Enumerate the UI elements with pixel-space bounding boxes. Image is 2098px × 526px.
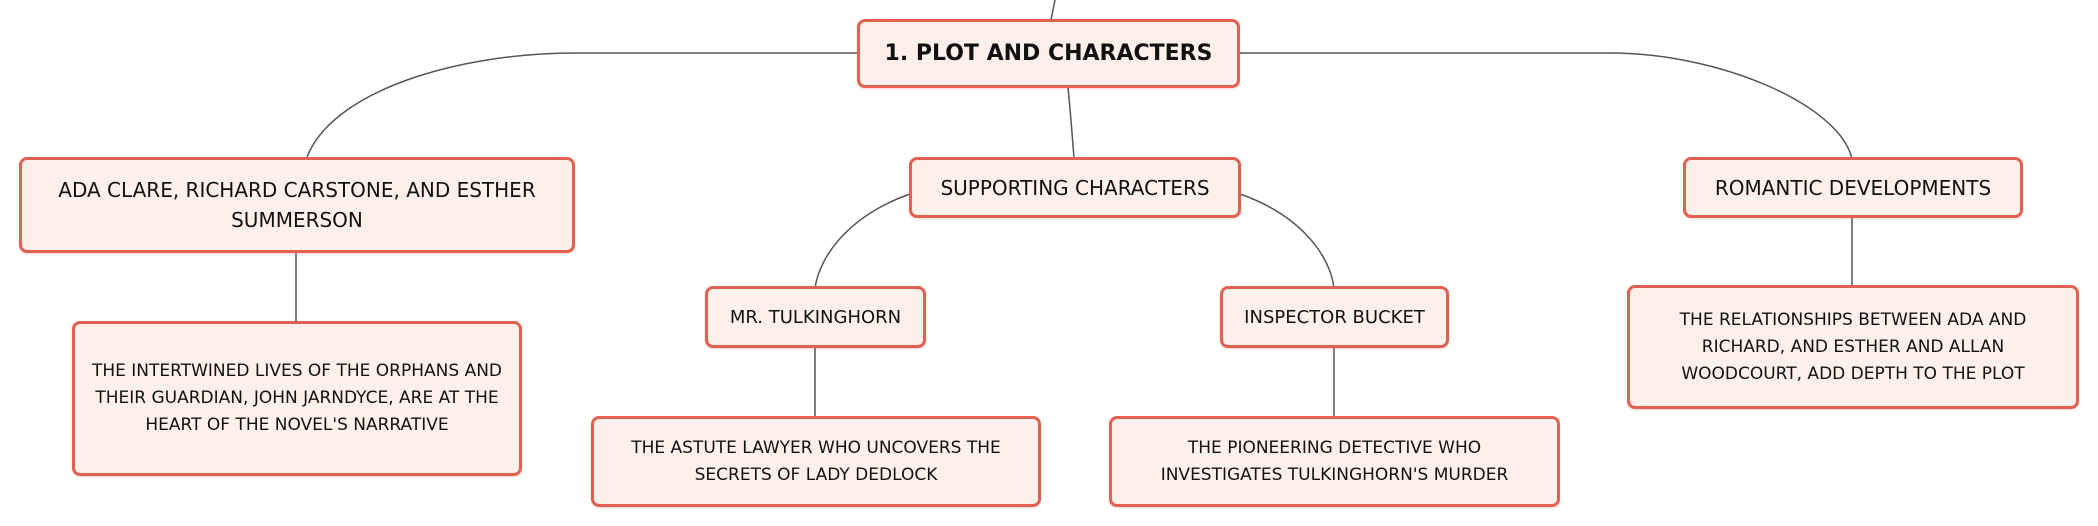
- topic-label: ADA CLARE, RICHARD CARSTONE, AND ESTHER …: [58, 178, 536, 232]
- topic-label: MR. TULKINGHORN: [729, 306, 902, 328]
- detail-node-bucket[interactable]: THE PIONEERING DETECTIVE WHO INVESTIGATE…: [1109, 416, 1560, 507]
- connector-root-parent: [1050, 0, 1056, 21]
- detail-node-orphans-narrative[interactable]: THE INTERTWINED LIVES OF THE ORPHANS AND…: [72, 321, 522, 476]
- connector-root-to-romantic: [1239, 52, 1853, 160]
- root-topic-node[interactable]: 1. PLOT AND CHARACTERS: [857, 19, 1240, 88]
- detail-text: THE ASTUTE LAWYER WHO UNCOVERS THE SECRE…: [631, 437, 1001, 485]
- detail-node-tulkinghorn[interactable]: THE ASTUTE LAWYER WHO UNCOVERS THE SECRE…: [591, 416, 1041, 507]
- topic-label: ROMANTIC DEVELOPMENTS: [1714, 175, 1992, 200]
- detail-text: THE RELATIONSHIPS BETWEEN ADA AND RICHAR…: [1679, 309, 2027, 384]
- connector-supporting-to-tulkinghorn: [814, 193, 911, 289]
- connector-root-to-supporting: [1067, 86, 1075, 160]
- topic-node-inspector-bucket[interactable]: INSPECTOR BUCKET: [1220, 286, 1449, 348]
- connector-root-to-ada: [305, 52, 860, 161]
- topic-node-ada-richard-esther[interactable]: ADA CLARE, RICHARD CARSTONE, AND ESTHER …: [19, 157, 575, 253]
- detail-node-relationships[interactable]: THE RELATIONSHIPS BETWEEN ADA AND RICHAR…: [1627, 285, 2079, 409]
- connector-supporting-to-bucket: [1239, 193, 1335, 289]
- root-topic-label: 1. PLOT AND CHARACTERS: [884, 41, 1213, 66]
- detail-text: THE INTERTWINED LIVES OF THE ORPHANS AND…: [91, 361, 503, 435]
- topic-label: INSPECTOR BUCKET: [1244, 306, 1425, 328]
- topic-label: SUPPORTING CHARACTERS: [940, 175, 1210, 200]
- detail-text: THE PIONEERING DETECTIVE WHO INVESTIGATE…: [1160, 437, 1509, 485]
- topic-node-mr-tulkinghorn[interactable]: MR. TULKINGHORN: [705, 286, 926, 348]
- topic-node-supporting-characters[interactable]: SUPPORTING CHARACTERS: [909, 157, 1241, 218]
- topic-node-romantic-developments[interactable]: ROMANTIC DEVELOPMENTS: [1683, 157, 2023, 218]
